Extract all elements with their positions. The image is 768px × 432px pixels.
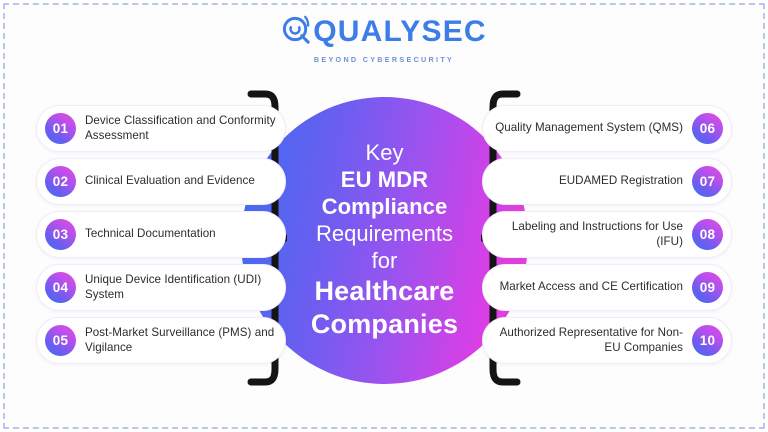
target-q-icon xyxy=(281,14,312,50)
item-number-badge: 01 xyxy=(45,113,76,144)
center-line-7: Companies xyxy=(310,308,459,339)
right-item-column: Quality Management System (QMS) 06 EUDAM… xyxy=(482,105,732,364)
list-item[interactable]: 02 Clinical Evaluation and Evidence xyxy=(36,158,286,205)
center-line-1: Key xyxy=(365,140,404,166)
left-item-column: 01 Device Classification and Conformity … xyxy=(36,105,286,364)
list-item[interactable]: 01 Device Classification and Conformity … xyxy=(36,105,286,152)
center-line-2: EU MDR xyxy=(340,167,429,193)
list-item[interactable]: EUDAMED Registration 07 xyxy=(482,158,732,205)
item-label: Unique Device Identification (UDI) Syste… xyxy=(85,272,262,301)
list-item[interactable]: Market Access and CE Certification 09 xyxy=(482,264,732,311)
item-number-badge: 07 xyxy=(692,166,723,197)
item-number-badge: 08 xyxy=(692,219,723,250)
item-label: EUDAMED Registration xyxy=(558,174,683,188)
item-number-badge: 02 xyxy=(45,166,76,197)
item-number-badge: 06 xyxy=(692,113,723,144)
center-line-5: for xyxy=(371,247,398,273)
item-number-badge: 03 xyxy=(45,219,76,250)
list-item[interactable]: Authorized Representative for Non-EU Com… xyxy=(482,317,732,364)
center-line-3: Compliance xyxy=(321,194,448,220)
item-label: Technical Documentation xyxy=(85,227,216,241)
item-label: Device Classification and Conformity Ass… xyxy=(85,113,276,142)
list-item[interactable]: Labeling and Instructions for Use (IFU) … xyxy=(482,211,732,258)
item-label: Labeling and Instructions for Use (IFU) xyxy=(511,219,683,248)
list-item[interactable]: 03 Technical Documentation xyxy=(36,211,286,258)
center-line-4: Requirements xyxy=(316,220,453,246)
brand-name: QUALYSEC xyxy=(313,15,487,48)
brand-logo: QUALYSEC BEYOND CYBERSECURITY xyxy=(0,14,768,64)
logo-row: QUALYSEC xyxy=(281,14,487,50)
list-item[interactable]: Quality Management System (QMS) 06 xyxy=(482,105,732,152)
item-number-badge: 05 xyxy=(45,325,76,356)
list-item[interactable]: 04 Unique Device Identification (UDI) Sy… xyxy=(36,264,286,311)
list-item[interactable]: 05 Post-Market Surveillance (PMS) and Vi… xyxy=(36,317,286,364)
brand-tagline: BEYOND CYBERSECURITY xyxy=(313,55,455,64)
center-line-6: Healthcare xyxy=(314,275,455,306)
item-label: Quality Management System (QMS) xyxy=(495,121,683,135)
item-label: Authorized Representative for Non-EU Com… xyxy=(499,325,683,354)
item-number-badge: 09 xyxy=(692,272,723,303)
center-heading: Key EU MDR Compliance Requirements for H… xyxy=(270,140,500,340)
item-number-badge: 10 xyxy=(692,325,723,356)
item-label: Clinical Evaluation and Evidence xyxy=(85,174,255,188)
item-label: Market Access and CE Certification xyxy=(499,280,683,294)
item-label: Post-Market Surveillance (PMS) and Vigil… xyxy=(85,325,275,354)
item-number-badge: 04 xyxy=(45,272,76,303)
